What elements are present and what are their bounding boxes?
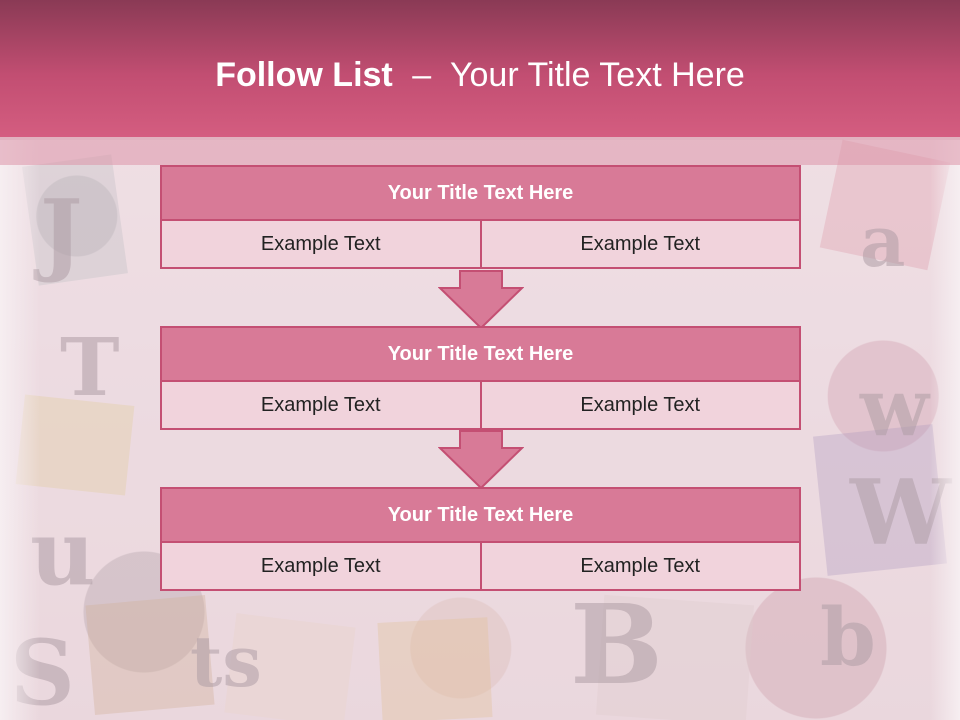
list-block-row: Example Text Example Text — [160, 380, 801, 430]
list-block-cell-right: Example Text — [479, 219, 801, 269]
left-fade — [0, 140, 40, 720]
right-fade — [930, 140, 960, 720]
list-block-title: Your Title Text Here — [160, 326, 801, 382]
title-header — [0, 0, 960, 137]
slide-title-rest: Your Title Text Here — [449, 56, 745, 94]
list-block-title: Your Title Text Here — [160, 487, 801, 543]
down-arrow-icon — [438, 430, 524, 490]
list-block-cell-right: Example Text — [479, 541, 801, 591]
list-block-cell-left: Example Text — [160, 541, 482, 591]
slide-title-bold: Follow List — [215, 56, 393, 94]
list-block-1: Your Title Text Here Example Text Exampl… — [160, 165, 801, 269]
list-block-title: Your Title Text Here — [160, 165, 801, 221]
slide-title-dash: – — [412, 56, 432, 94]
list-block-row: Example Text Example Text — [160, 219, 801, 269]
list-block-cell-left: Example Text — [160, 219, 482, 269]
list-block-cell-right: Example Text — [479, 380, 801, 430]
list-block-2: Your Title Text Here Example Text Exampl… — [160, 326, 801, 430]
header-band — [0, 137, 960, 165]
list-block-row: Example Text Example Text — [160, 541, 801, 591]
down-arrow-icon — [438, 270, 524, 330]
list-block-cell-left: Example Text — [160, 380, 482, 430]
slide-title: Follow List – Your Title Text Here — [0, 56, 960, 95]
list-block-3: Your Title Text Here Example Text Exampl… — [160, 487, 801, 591]
